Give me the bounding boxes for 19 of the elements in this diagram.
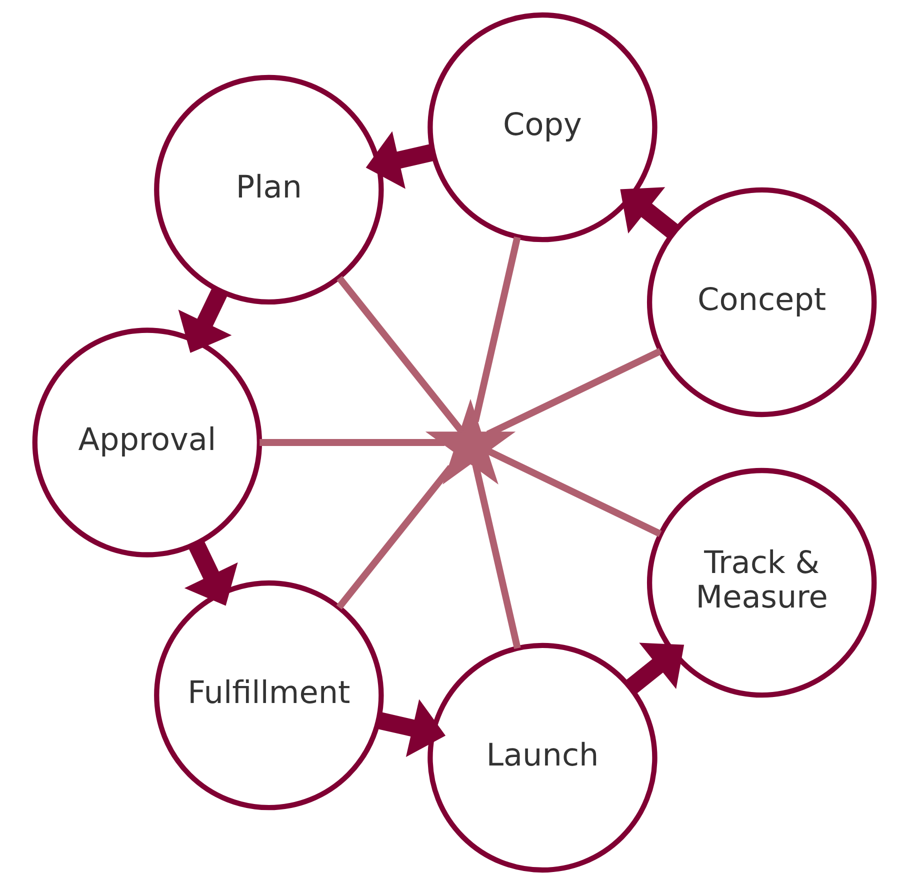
- arrow: [178, 287, 232, 353]
- node-circle: Track & Measure: [646, 468, 877, 698]
- arrow: [625, 642, 684, 694]
- connector: [336, 276, 465, 434]
- connector: [472, 236, 521, 422]
- node-circle: Copy: [428, 12, 658, 242]
- node-circle: Plan: [154, 74, 384, 305]
- connector: [472, 464, 521, 649]
- node-circle: Launch: [428, 642, 658, 873]
- connector: [484, 446, 662, 537]
- connector: [260, 439, 445, 446]
- arrow: [366, 131, 435, 189]
- node-circle: Approval: [32, 328, 262, 558]
- arrow: [184, 540, 238, 606]
- node-star: [425, 398, 516, 484]
- arrow: [620, 187, 680, 239]
- node-circle: Concept: [646, 187, 877, 418]
- node-circle: Fulfillment: [154, 580, 384, 810]
- arrow: [376, 699, 446, 757]
